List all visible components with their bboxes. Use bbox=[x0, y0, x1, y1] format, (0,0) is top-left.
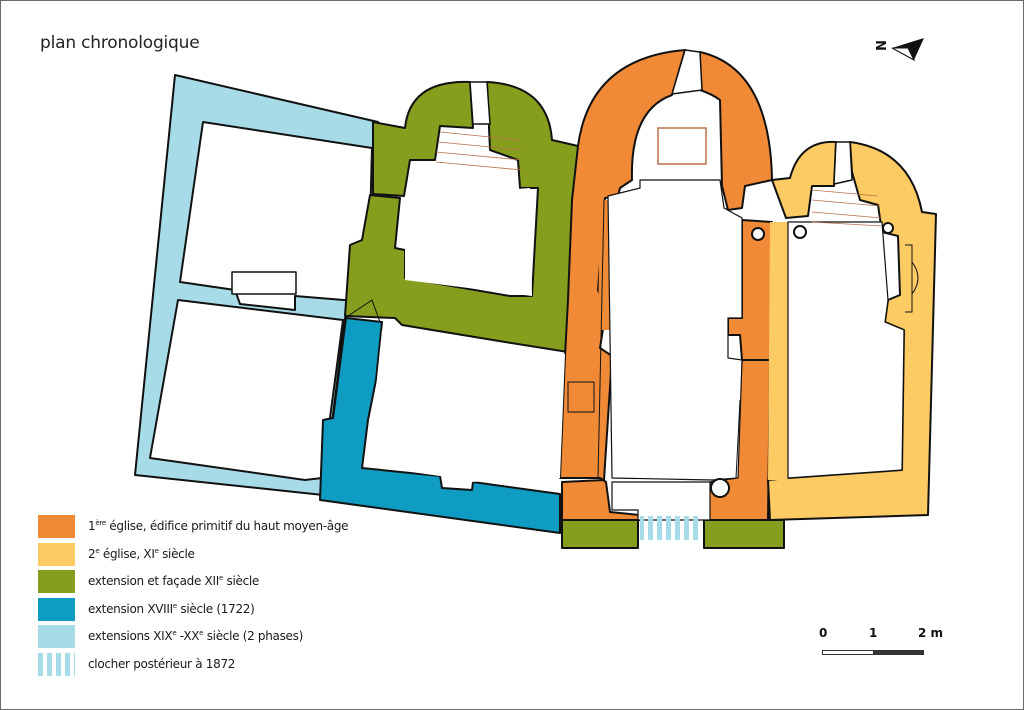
phase4-extension bbox=[319, 317, 561, 534]
legend-item-phase5: extensions XIXe -XXe siècle (2 phases) bbox=[38, 625, 368, 649]
scale-graphic bbox=[822, 650, 924, 655]
north-letter: N bbox=[872, 40, 887, 51]
apse-detail-lines bbox=[435, 127, 883, 227]
legend-swatch bbox=[38, 515, 75, 538]
legend-label: clocher postérieur à 1872 bbox=[88, 656, 236, 671]
legend-item-phase4: extension XVIIIe siècle (1722) bbox=[38, 597, 368, 622]
north-gallery bbox=[319, 317, 561, 534]
phase2-church bbox=[767, 140, 937, 521]
south-porch-right bbox=[703, 519, 785, 549]
legend-label: extension XVIIIe siècle (1722) bbox=[88, 601, 255, 616]
south-porch-left bbox=[561, 519, 639, 549]
scale-bar: 0 1 2 m bbox=[816, 626, 946, 656]
legend-swatch bbox=[38, 597, 75, 621]
scale-label-0: 0 bbox=[819, 626, 828, 640]
legend-label: extension et façade XIIe siècle bbox=[88, 574, 259, 588]
structural-lines bbox=[344, 199, 919, 479]
west-nave-interior bbox=[405, 188, 532, 296]
apse-windows bbox=[469, 49, 853, 185]
east-nave-interior bbox=[787, 221, 905, 479]
scale-label-1: 1 bbox=[869, 626, 878, 640]
legend-item-bell-tower: clocher postérieur à 1872 bbox=[38, 652, 368, 677]
east-church-walls bbox=[767, 141, 937, 521]
legend-label: 1ère église, édifice primitif du haut mo… bbox=[88, 519, 349, 533]
legend-label: 2e église, XIe siècle bbox=[88, 546, 195, 561]
east-apse-left bbox=[771, 140, 837, 219]
altar-base bbox=[657, 127, 707, 165]
north-aisle-interior bbox=[368, 330, 565, 482]
west-apse-left bbox=[372, 80, 474, 197]
legend-label: extensions XIXe -XXe siècle (2 phases) bbox=[88, 629, 303, 643]
legend-swatch bbox=[38, 625, 75, 648]
legend-item-phase1: 1ère église, édifice primitif du haut mo… bbox=[38, 515, 368, 539]
legend-item-phase2: 2e église, XIe siècle bbox=[38, 542, 368, 567]
legend-swatch bbox=[38, 570, 75, 593]
plan-title: plan chronologique bbox=[40, 33, 200, 53]
scale-label-2: 2 m bbox=[918, 626, 944, 640]
porch-interior bbox=[611, 481, 711, 521]
main-nave-interior bbox=[607, 179, 743, 481]
legend-swatch-hatch bbox=[38, 652, 75, 676]
interior-spaces bbox=[368, 179, 905, 521]
legend-swatch bbox=[38, 542, 75, 566]
phase3-extension bbox=[344, 80, 785, 549]
window-recess bbox=[231, 271, 297, 295]
north-arrow-icon: N bbox=[872, 38, 924, 62]
legend: 1ère église, édifice primitif du haut mo… bbox=[38, 515, 368, 680]
bell-tower-hatch bbox=[640, 516, 702, 540]
legend-item-phase3: extension et façade XIIe siècle bbox=[38, 570, 368, 594]
columns bbox=[710, 222, 894, 498]
